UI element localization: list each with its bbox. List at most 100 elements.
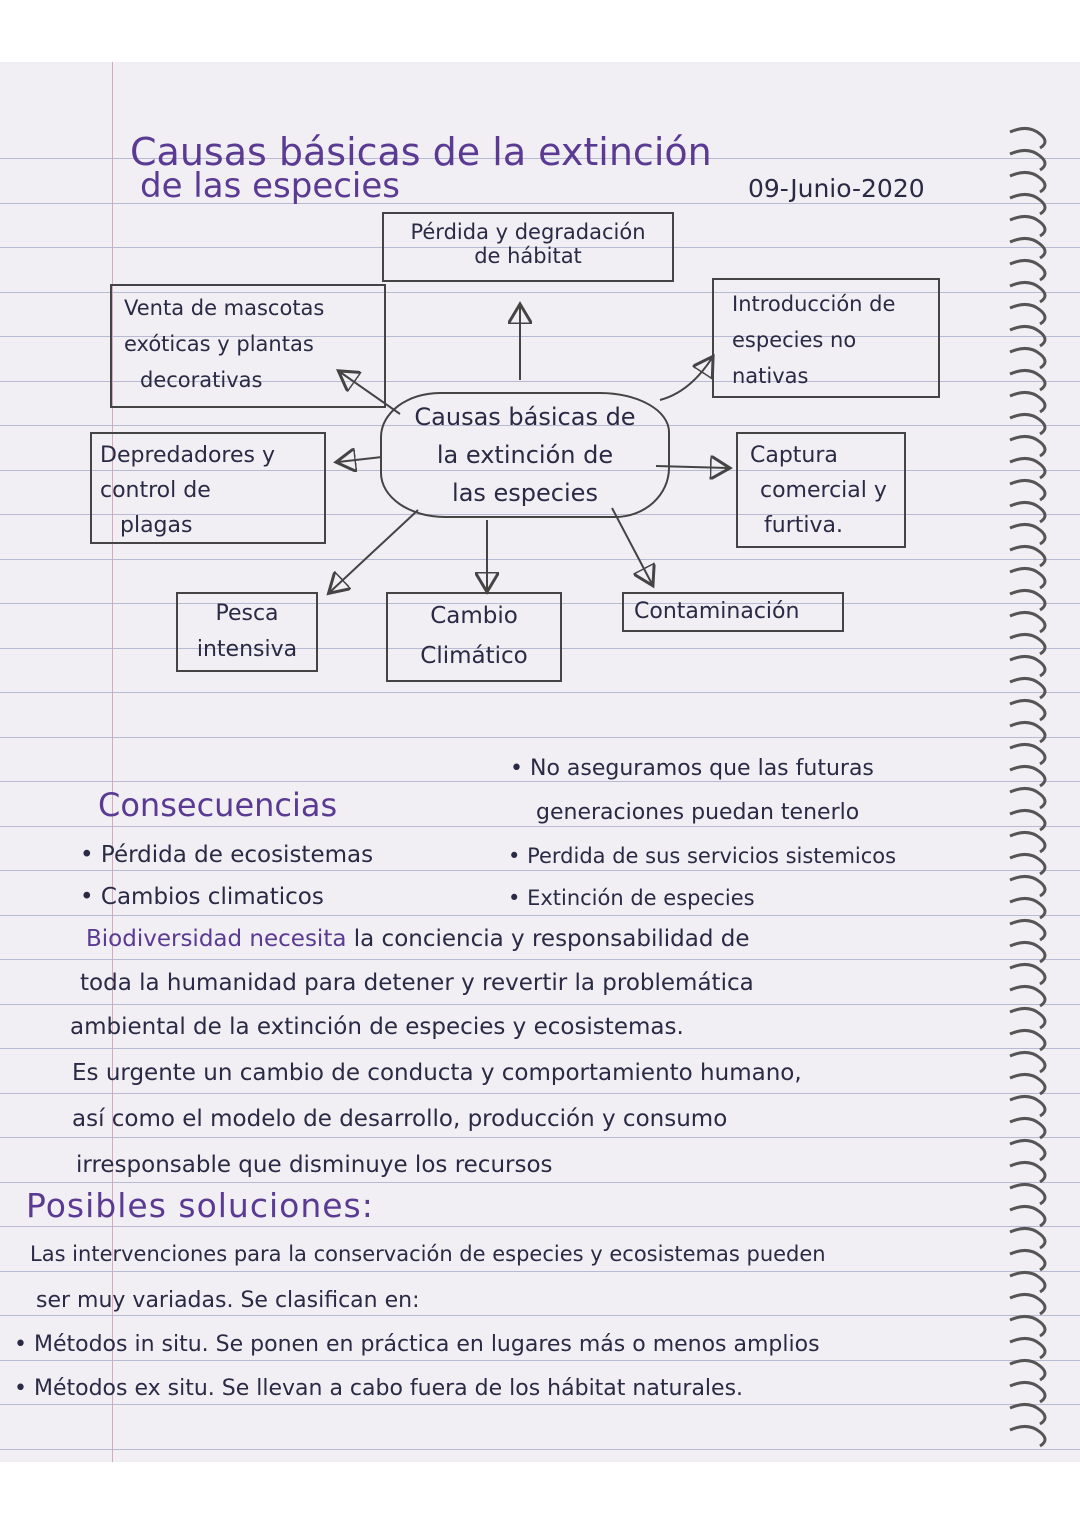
ruled-line: [0, 648, 1080, 649]
spiral-ring: [1009, 1051, 1047, 1074]
spiral-ring: [1009, 611, 1047, 634]
ruled-line: [0, 959, 1080, 960]
consequence-text: Extinción de especies: [527, 886, 755, 910]
spiral-ring: [1009, 1315, 1047, 1338]
paragraph-line: irresponsable que disminuye los recursos: [76, 1152, 553, 1178]
spiral-ring: [1009, 985, 1047, 1008]
spiral-ring: [1009, 1139, 1047, 1162]
node-cambio-line: Cambio: [430, 603, 518, 629]
spiral-ring: [1009, 1403, 1047, 1426]
node-habitat: Pérdida y degradación de hábitat: [382, 212, 674, 282]
spiral-ring: [1009, 1095, 1047, 1118]
node-captura: Captura comercial y furtiva.: [736, 432, 906, 548]
node-pesca-line: Pesca: [215, 601, 279, 626]
paragraph-line: Es urgente un cambio de conducta y compo…: [72, 1060, 802, 1086]
node-mascotas-line: Venta de mascotas: [124, 296, 325, 320]
spiral-ring: [1009, 1117, 1047, 1140]
consequence-text: Cambios climaticos: [100, 884, 324, 910]
spiral-ring: [1009, 721, 1047, 744]
spiral-ring: [1009, 897, 1047, 920]
arrow-introduccion: [659, 358, 712, 401]
node-cambio-climatico: Cambio Climático: [386, 592, 562, 682]
spiral-ring: [1009, 677, 1047, 700]
node-captura-line: furtiva.: [764, 513, 843, 538]
ruled-line: [0, 1315, 1080, 1316]
ruled-line: [0, 336, 1080, 337]
node-mascotas: Venta de mascotas exóticas y plantas dec…: [110, 284, 386, 408]
ruled-line: [0, 603, 1080, 604]
ruled-line: [0, 1404, 1080, 1405]
ruled-line: [0, 292, 1080, 293]
node-cambio-line: Climático: [420, 643, 528, 669]
spiral-ring: [1009, 149, 1047, 172]
spiral-ring: [1009, 655, 1047, 678]
paragraph-text: la conciencia y responsabilidad de: [353, 926, 750, 952]
spiral-ring: [1009, 457, 1047, 480]
paragraph-line: ambiental de la extinción de especies y …: [70, 1014, 684, 1040]
spiral-ring: [1009, 259, 1047, 282]
spiral-ring: [1009, 1205, 1047, 1228]
solutions-bullet-2: • Métodos ex situ. Se llevan a cabo fuer…: [14, 1376, 744, 1401]
node-introduccion: Introducción de especies no nativas: [712, 278, 940, 398]
spiral-binding: [1009, 127, 1047, 1448]
solutions-bullet-text: Métodos ex situ. Se llevan a cabo fuera …: [33, 1376, 744, 1401]
spiral-ring: [1009, 787, 1047, 810]
map-center-line: Causas básicas de: [414, 403, 636, 431]
node-depredadores-line: plagas: [120, 513, 193, 538]
ruled-line: [0, 870, 1080, 871]
ruled-line: [0, 203, 1080, 204]
map-center-line: la extinción de: [436, 441, 614, 469]
consequence-text: Perdida de sus servicios sistemicos: [527, 844, 897, 868]
solutions-heading: Posibles soluciones:: [26, 1186, 374, 1225]
spiral-ring: [1009, 435, 1047, 458]
consequence-text: No aseguramos que las futuras: [529, 756, 874, 781]
spiral-ring: [1009, 523, 1047, 546]
arrow-pesca: [330, 509, 419, 592]
solutions-bullet-1: • Métodos in situ. Se ponen en práctica …: [14, 1332, 820, 1357]
spiral-ring: [1009, 567, 1047, 590]
spiral-ring: [1009, 1073, 1047, 1096]
ruled-line: [0, 737, 1080, 738]
spiral-ring: [1009, 875, 1047, 898]
paragraph-lead: Biodiversidad necesita: [86, 926, 347, 952]
paragraph-line: Biodiversidad necesita la conciencia y r…: [86, 926, 750, 952]
arrow-mascotas: [340, 372, 401, 415]
ruled-line: [0, 247, 1080, 248]
margin-line: [112, 62, 113, 1462]
node-mascotas-line: decorativas: [140, 368, 263, 392]
node-introduccion-line: especies no: [732, 328, 857, 352]
spiral-ring: [1009, 391, 1047, 414]
spiral-ring: [1009, 963, 1047, 986]
spiral-ring: [1009, 699, 1047, 722]
ruled-line: [0, 381, 1080, 382]
spiral-ring: [1009, 347, 1047, 370]
node-captura-line: comercial y: [760, 478, 887, 503]
spiral-ring: [1009, 369, 1047, 392]
spiral-ring: [1009, 831, 1047, 854]
spiral-ring: [1009, 1183, 1047, 1206]
consequence-text: Pérdida de ecosistemas: [100, 842, 374, 868]
spiral-ring: [1009, 1337, 1047, 1360]
spiral-ring: [1009, 633, 1047, 656]
spiral-ring: [1009, 193, 1047, 216]
spiral-ring: [1009, 1227, 1047, 1250]
node-depredadores: Depredadores y control de plagas: [90, 432, 326, 544]
ruled-line: [0, 470, 1080, 471]
spiral-ring: [1009, 765, 1047, 788]
solutions-bullet-text: Métodos in situ. Se ponen en práctica en…: [33, 1332, 820, 1357]
map-center-line: las especies: [452, 479, 598, 507]
spiral-ring: [1009, 303, 1047, 326]
notebook-page: Causas básicas de la extinción de las es…: [0, 62, 1080, 1462]
node-pesca-line: intensiva: [196, 637, 298, 662]
ruled-line: [0, 1137, 1080, 1138]
ruled-line: [0, 1048, 1080, 1049]
spiral-ring: [1009, 1293, 1047, 1316]
spiral-ring: [1009, 1161, 1047, 1184]
node-introduccion-line: Introducción de: [732, 292, 896, 316]
spiral-ring: [1009, 1029, 1047, 1052]
spiral-ring: [1009, 1381, 1047, 1404]
ruled-line: [0, 514, 1080, 515]
node-contaminacion-line: Contaminación: [634, 599, 800, 624]
ruled-line: [0, 915, 1080, 916]
spiral-ring: [1009, 1359, 1047, 1382]
